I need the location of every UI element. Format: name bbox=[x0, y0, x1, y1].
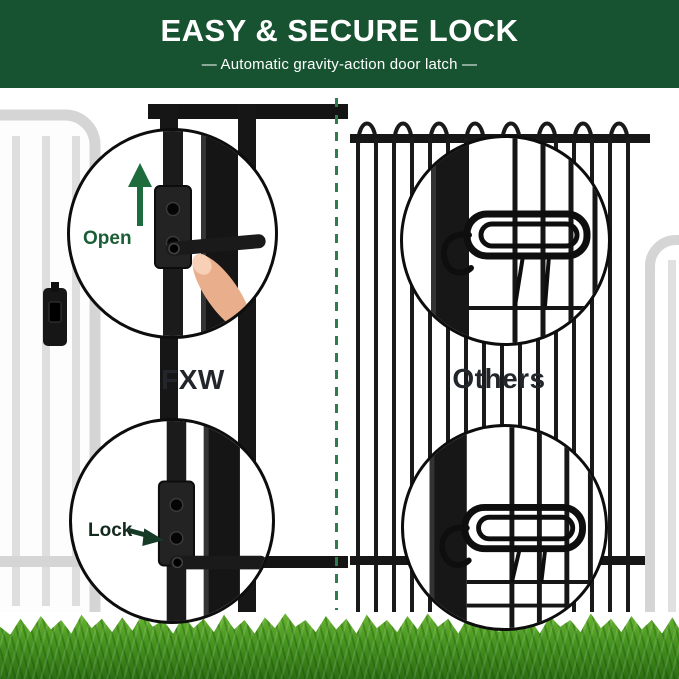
latch-handle bbox=[165, 234, 266, 256]
up-arrow-icon bbox=[128, 163, 152, 226]
inset-fxw-open: Open bbox=[67, 128, 278, 339]
inset-fxw-lock: Lock bbox=[69, 418, 275, 624]
headline: EASY & SECURE LOCK bbox=[160, 13, 519, 48]
latch-bracket bbox=[157, 480, 196, 567]
open-label: Open bbox=[83, 228, 132, 249]
gravity-latch-open-illustration bbox=[128, 131, 266, 336]
white-fence-right bbox=[645, 235, 679, 612]
dashed-divider bbox=[335, 98, 338, 610]
wire-latch-illustration bbox=[429, 427, 605, 628]
finger-pointer bbox=[192, 253, 252, 332]
gate-post bbox=[203, 421, 240, 621]
fence-wires bbox=[466, 427, 605, 628]
wire-latch bbox=[439, 504, 586, 583]
right-arrow-icon bbox=[127, 527, 164, 546]
others-label: Others bbox=[452, 363, 546, 394]
brand-label-fxw: FXW bbox=[161, 364, 225, 395]
header-banner: EASY & SECURE LOCK — Automatic gravity-a… bbox=[0, 0, 679, 88]
inset-others-bottom bbox=[401, 424, 608, 631]
wire-latch bbox=[441, 210, 591, 307]
subheadline: — Automatic gravity-action door latch — bbox=[201, 56, 478, 73]
gate-latch-small bbox=[43, 282, 67, 346]
lock-label: Lock bbox=[88, 520, 133, 541]
comparison-scene: Open bbox=[0, 88, 679, 631]
inset-others-top bbox=[400, 135, 611, 346]
wire-latch-illustration bbox=[431, 138, 608, 343]
gravity-latch-locked-illustration bbox=[127, 421, 268, 621]
latch-handle bbox=[169, 555, 268, 570]
